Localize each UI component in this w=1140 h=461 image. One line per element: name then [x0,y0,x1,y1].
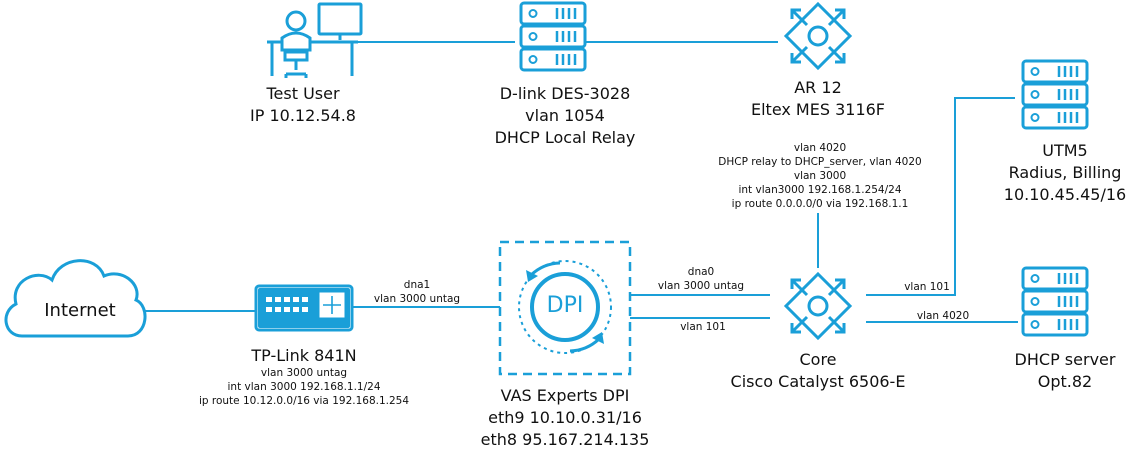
cloud-icon [4,259,147,338]
test-user-name: Test User [266,84,340,103]
dpi-core-note-vlan: vlan 3000 untag [657,280,745,292]
dlink-model: D-link DES-3028 [499,84,631,103]
utm5-ip: 10.10.45.45/16 [1003,185,1127,204]
dpi-core-note-dna0: dna0 [687,266,715,278]
dpi-label: VAS Experts DPI eth9 10.10.0.31/16 eth8 … [475,385,655,451]
tplink-label: TP-Link 841N [244,345,364,367]
core-name: Core [799,350,837,369]
dpi-core-bottom-note: vlan 101 [680,321,726,333]
dhcp-label: DHCP server Opt.82 [1005,349,1125,393]
tplink-note-int: int vlan 3000 192.168.1.1/24 [227,381,381,393]
utm5-role: Radius, Billing [1008,163,1122,182]
dpi-badge: DPI [546,293,584,318]
tplink-model: TP-Link 841N [251,346,357,365]
dpi-eth9: eth9 10.10.0.31/16 [488,408,642,427]
connection-lines [140,41,1018,323]
dlink-label: D-link DES-3028 vlan 1054 DHCP Local Rel… [480,83,650,149]
link-core-utm5 [866,97,1015,296]
dlink-server-icon [519,1,587,72]
ar12-core-note-int: int vlan3000 192.168.1.254/24 [738,184,902,196]
core-model: Cisco Catalyst 6506-E [730,372,906,391]
ar12-core-note-vlan4020: vlan 4020 [793,142,847,154]
core-dhcp-note: vlan 4020 [916,310,970,322]
dlink-role: DHCP Local Relay [494,128,636,147]
dpi-icon [498,240,632,376]
ar12-core-notes: vlan 4020 DHCP relay to DHCP_server, vla… [700,141,940,211]
tplink-dpi-note-dna1: dna1 [403,279,431,291]
core-utm5-note: vlan 101 [904,281,950,293]
dhcp-server-icon [1021,266,1089,337]
ar12-core-note-relay: DHCP relay to DHCP_server, vlan 4020 [718,156,922,168]
dpi-name: VAS Experts DPI [500,386,630,405]
dhcp-option: Opt.82 [1037,372,1093,391]
tplink-note-vlan: vlan 3000 untag [260,367,348,379]
tplink-dpi-note-vlan: vlan 3000 untag [373,293,461,305]
core-switch-icon [784,272,852,340]
dhcp-name: DHCP server [1014,350,1116,369]
tplink-dpi-notes: dna1 vlan 3000 untag [362,278,472,306]
dpi-eth8: eth8 95.167.214.135 [480,430,650,449]
ar12-switch-icon [784,2,852,70]
utm5-name: UTM5 [1042,141,1088,160]
internet-label: Internet [44,300,116,321]
router-icon [254,284,354,332]
ar12-label: AR 12 Eltex MES 3116F [738,77,898,121]
ar12-model: Eltex MES 3116F [750,100,886,119]
person-at-desk-icon [267,2,363,78]
dlink-vlan: vlan 1054 [525,106,605,125]
utm5-server-icon [1021,59,1089,130]
tplink-notes: vlan 3000 untag int vlan 3000 192.168.1.… [196,366,412,408]
utm5-label: UTM5 Radius, Billing 10.10.45.45/16 [995,140,1135,206]
tplink-note-route: ip route 10.12.0.0/16 via 192.168.1.254 [198,395,410,407]
test-user-label: Test User IP 10.12.54.8 [248,83,358,127]
core-label: Core Cisco Catalyst 6506-E [723,349,913,393]
ar12-core-note-route: ip route 0.0.0.0/0 via 192.168.1.1 [731,198,909,210]
ar12-core-note-vlan3000: vlan 3000 [793,170,847,182]
dpi-core-top-notes: dna0 vlan 3000 untag [646,265,756,293]
ar12-name: AR 12 [794,78,842,97]
test-user-ip: IP 10.12.54.8 [250,106,356,125]
